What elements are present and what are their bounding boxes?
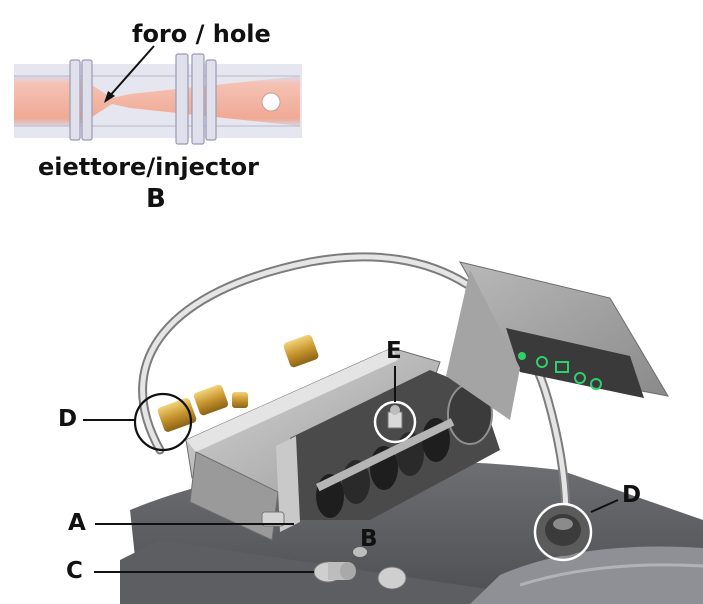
- callout-label-d-right: D: [622, 482, 642, 508]
- injector-pin: [353, 547, 367, 557]
- callout-label-e: E: [386, 338, 402, 364]
- brine-grommet-top: [553, 518, 573, 530]
- valve-body-top: [186, 348, 398, 452]
- callout-label-d-left: D: [58, 406, 78, 432]
- hole-label: foro / hole: [132, 20, 271, 48]
- injector-knob-end: [340, 562, 356, 580]
- led-icon: [555, 361, 569, 373]
- brass-fitting: [232, 392, 248, 408]
- display-window: [506, 328, 644, 398]
- callout-label-a: A: [68, 510, 86, 536]
- injector-label: eiettore/injector: [38, 153, 259, 181]
- injector-flange: [205, 59, 217, 141]
- callout-ring-d-right: [533, 502, 593, 562]
- injector-flange: [175, 53, 189, 145]
- callout-label-b: B: [360, 526, 378, 552]
- injector-knob: [377, 566, 407, 590]
- brass-fitting: [193, 384, 229, 416]
- bay-frame: [276, 436, 300, 532]
- hole-leader-arrowhead: [104, 91, 115, 103]
- hole-leader-line: [107, 45, 155, 99]
- injector-flange: [81, 59, 93, 141]
- leader-d-right: [590, 499, 619, 513]
- led-icon: [590, 378, 602, 390]
- injector-letter: B: [146, 184, 166, 214]
- camshaft: [316, 418, 455, 492]
- softener-valve-drawing: [120, 252, 703, 604]
- valve-body-side: [189, 451, 279, 541]
- injector-detail-drawing: [14, 45, 302, 145]
- injector-flange: [191, 53, 205, 145]
- callout-label-c: C: [66, 558, 83, 584]
- injector-side-port: [261, 92, 281, 112]
- brine-tube-highlight: [140, 254, 569, 521]
- led-icon: [518, 352, 526, 360]
- brass-fitting: [283, 334, 319, 368]
- control-panel-arm: [446, 270, 520, 420]
- injector-flange: [69, 59, 81, 141]
- injector-cap: [261, 511, 285, 527]
- tank-cover-ridge: [519, 563, 703, 587]
- led-icon: [574, 372, 586, 384]
- callout-ring-d-left: [133, 392, 193, 452]
- tank-cover: [470, 546, 703, 604]
- screw-e-head: [390, 405, 400, 415]
- callouts: [83, 366, 619, 573]
- led-icon: [536, 356, 548, 368]
